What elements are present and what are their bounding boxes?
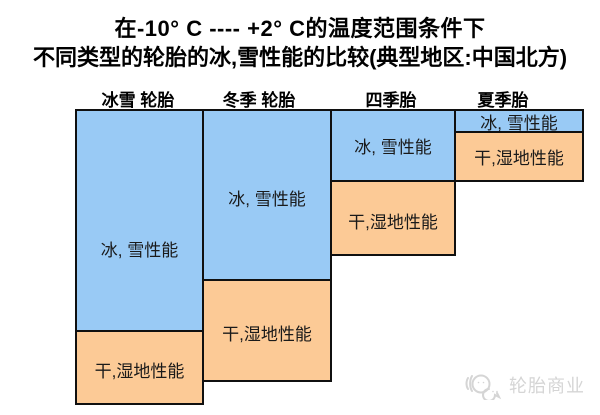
- watermark: 轮胎商业: [464, 370, 585, 400]
- segment-label: 冰, 雪性能: [100, 241, 179, 260]
- segment-dry-wet: 干,湿地性能: [202, 279, 332, 382]
- column-header: 冬季 轮胎: [222, 91, 296, 110]
- segment-label: 干,湿地性能: [348, 212, 438, 232]
- chart-title-line1: 在-10° C ---- +2° C的温度范围条件下: [114, 16, 486, 41]
- column-header: 冰雪 轮胎: [101, 91, 175, 110]
- watermark-text: 轮胎商业: [509, 376, 585, 396]
- segment-ice-snow: 冰, 雪性能: [330, 109, 456, 182]
- chart-title-line2: 不同类型的轮胎的冰,雪性能的比较(典型地区:中国北方): [32, 45, 568, 70]
- segment-label: 干,湿地性能: [94, 362, 185, 381]
- segment-label: 冰, 雪性能: [228, 189, 306, 209]
- segment-label: 冰, 雪性能: [354, 138, 432, 157]
- column-header: 夏季胎: [477, 91, 529, 110]
- segment-ice-snow: 冰, 雪性能: [454, 109, 584, 133]
- segment-label: 冰, 雪性能: [480, 113, 558, 133]
- segment-ice-snow: 冰, 雪性能: [202, 109, 332, 281]
- segment-ice-snow: 冰, 雪性能: [75, 109, 204, 332]
- column-header: 四季胎: [365, 91, 417, 110]
- wechat-icon: [465, 374, 502, 400]
- segment-dry-wet: 干,湿地性能: [454, 131, 584, 182]
- segment-label: 干,湿地性能: [474, 149, 564, 168]
- segment-dry-wet: 干,湿地性能: [330, 180, 456, 256]
- segment-label: 干,湿地性能: [222, 325, 312, 344]
- segment-dry-wet: 干,湿地性能: [75, 330, 204, 405]
